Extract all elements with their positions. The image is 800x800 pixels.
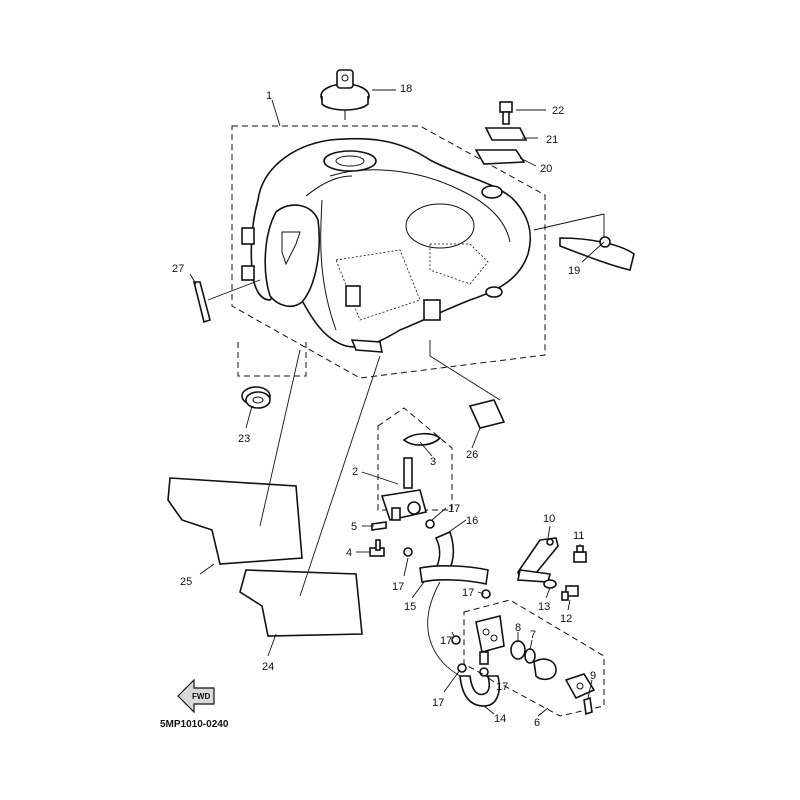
clip-17-c[interactable] bbox=[481, 589, 491, 599]
fwd-label: FWD bbox=[192, 692, 210, 701]
callout-12: 12 bbox=[560, 613, 572, 625]
bracket-19[interactable] bbox=[559, 237, 635, 271]
callout-23: 23 bbox=[238, 433, 250, 445]
fuel-pump[interactable] bbox=[475, 615, 505, 665]
callout-17e: 17 bbox=[432, 697, 444, 709]
fuel-cock-boundary bbox=[377, 407, 453, 511]
callout-9: 9 bbox=[590, 670, 596, 682]
grommet-boundary bbox=[237, 342, 307, 377]
cover-leader-a bbox=[259, 349, 301, 527]
gasket-3[interactable] bbox=[402, 432, 442, 446]
side-cover-24[interactable] bbox=[239, 569, 363, 637]
callout-7: 7 bbox=[530, 629, 536, 641]
band-27[interactable] bbox=[192, 281, 211, 324]
hose-14[interactable] bbox=[459, 675, 500, 707]
pump-diaphragm[interactable] bbox=[533, 658, 557, 681]
callout-6: 6 bbox=[534, 717, 540, 729]
callout-26: 26 bbox=[466, 449, 478, 461]
damper-20[interactable] bbox=[474, 149, 526, 165]
callout-17b: 17 bbox=[392, 581, 404, 593]
washer-13[interactable] bbox=[543, 579, 557, 589]
clip-17-f[interactable] bbox=[479, 667, 489, 677]
screw-9[interactable] bbox=[583, 696, 593, 716]
forward-arrow-icon: FWD bbox=[177, 678, 215, 714]
callout-15: 15 bbox=[404, 601, 416, 613]
callout-16: 16 bbox=[466, 515, 478, 527]
callout-8: 8 bbox=[515, 622, 521, 634]
oring-8[interactable] bbox=[510, 640, 526, 660]
clip-17-d[interactable] bbox=[451, 635, 461, 645]
oring-7[interactable] bbox=[524, 648, 536, 664]
callout-1: 1 bbox=[266, 90, 272, 102]
callout-3: 3 bbox=[430, 456, 436, 468]
tank-assembly-boundary bbox=[231, 125, 546, 379]
bolt-12[interactable] bbox=[561, 585, 579, 601]
callout-14: 14 bbox=[494, 713, 506, 725]
callout-17f: 17 bbox=[496, 681, 508, 693]
pump-boundary bbox=[463, 599, 605, 717]
bracket-10-tab bbox=[517, 569, 551, 583]
callout-10: 10 bbox=[543, 513, 555, 525]
callout-19: 19 bbox=[568, 265, 580, 277]
pump-cover-hole bbox=[576, 682, 584, 690]
callout-27: 27 bbox=[172, 263, 184, 275]
bolt-11[interactable] bbox=[573, 545, 587, 563]
grommet-23[interactable] bbox=[241, 386, 271, 409]
cover-leader-b bbox=[299, 355, 381, 597]
callout-4: 4 bbox=[346, 547, 352, 559]
clip-17-a[interactable] bbox=[425, 519, 435, 529]
callout-22: 22 bbox=[552, 105, 564, 117]
callout-20: 20 bbox=[540, 163, 552, 175]
plate-21[interactable] bbox=[484, 127, 528, 141]
callout-18: 18 bbox=[400, 83, 412, 95]
side-cover-25[interactable] bbox=[167, 477, 303, 565]
callout-17d: 17 bbox=[440, 635, 452, 647]
callout-25: 25 bbox=[180, 576, 192, 588]
callout-17a: 17 bbox=[448, 503, 460, 515]
callout-24: 24 bbox=[262, 661, 274, 673]
pad-26[interactable] bbox=[468, 399, 506, 429]
callout-17c: 17 bbox=[462, 587, 474, 599]
fuel-cock-2[interactable] bbox=[380, 457, 427, 521]
callout-11: 11 bbox=[573, 530, 584, 542]
pump-cover[interactable] bbox=[564, 673, 596, 700]
hose-15[interactable] bbox=[419, 565, 489, 585]
tank-knee-recess bbox=[264, 204, 321, 308]
callout-21: 21 bbox=[546, 134, 558, 146]
callout-5: 5 bbox=[351, 521, 357, 533]
callout-2: 2 bbox=[352, 466, 358, 478]
clip-17-b[interactable] bbox=[403, 547, 413, 557]
bracket-10-hole bbox=[546, 538, 554, 546]
bracket-19-nut bbox=[599, 236, 611, 248]
fuel-tank[interactable] bbox=[241, 137, 532, 353]
callout-13: 13 bbox=[538, 601, 550, 613]
tank-recess-grip bbox=[281, 231, 301, 266]
fuel-cap[interactable] bbox=[320, 69, 370, 120]
pad-leader bbox=[429, 340, 501, 401]
bolt-22[interactable] bbox=[499, 101, 513, 125]
screw-4[interactable] bbox=[369, 539, 385, 557]
screw-5[interactable] bbox=[371, 521, 387, 531]
drawing-code: 5MP1010-0240 bbox=[160, 719, 229, 730]
hose-routing-line bbox=[427, 581, 461, 677]
callout-leaders bbox=[189, 89, 605, 717]
